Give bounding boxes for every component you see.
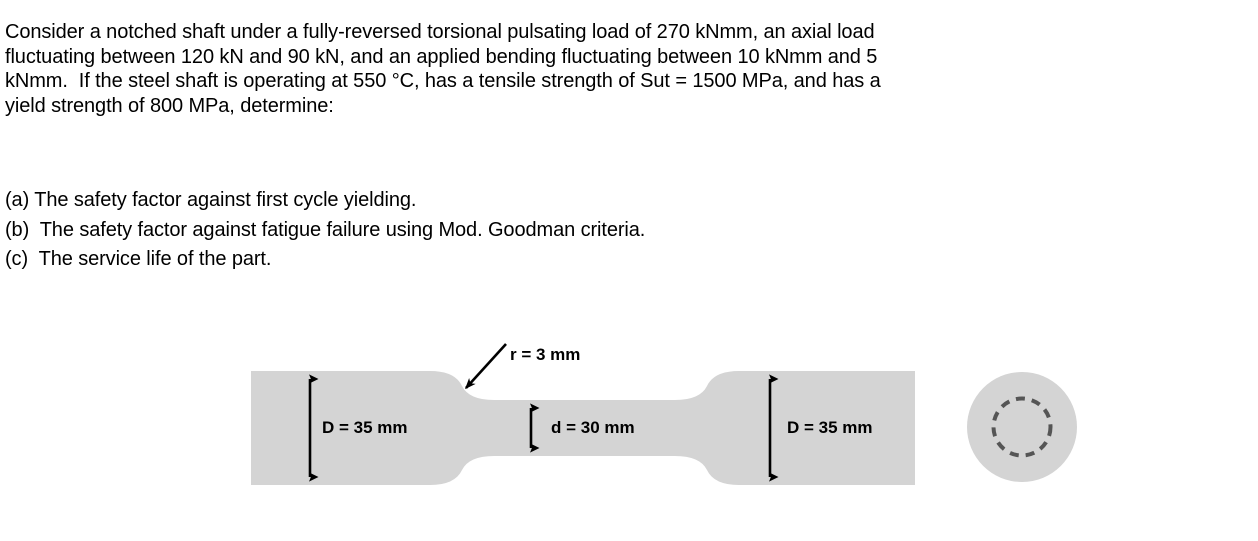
label-fillet-radius: r = 3 mm (510, 345, 580, 364)
question-item-b: (b) The safety factor against fatigue fa… (5, 218, 646, 241)
problem-statement: Consider a notched shaft under a fully-r… (5, 20, 1253, 118)
label-D-right: D = 35 mm (787, 418, 873, 437)
question-item-c: (c) The service life of the part. (5, 248, 272, 270)
question-item-a: (a) The safety factor against first cycl… (5, 189, 417, 211)
shaft-body (251, 371, 915, 485)
statement-line-2: fluctuating between 120 kN and 90 kN, an… (5, 45, 878, 68)
question-list: (a) The safety factor against first cycl… (5, 186, 1005, 275)
shaft-cross-section (967, 372, 1077, 482)
statement-line-3: kNmm. If the steel shaft is operating at… (5, 70, 881, 92)
statement-line-4: yield strength of 800 MPa, determine: (5, 94, 334, 117)
label-D-left: D = 35 mm (322, 418, 408, 437)
statement-line-1: Consider a notched shaft under a fully-r… (5, 21, 875, 43)
leader-arrow-fillet-radius (464, 343, 507, 390)
label-d-minor: d = 30 mm (551, 418, 635, 437)
cross-section-outer-circle (967, 372, 1077, 482)
notched-shaft-figure: D = 35 mm d = 30 mm D = 35 mm r = 3 mm (0, 330, 1258, 541)
cross-section-inner-dashed-circle (991, 396, 1053, 458)
